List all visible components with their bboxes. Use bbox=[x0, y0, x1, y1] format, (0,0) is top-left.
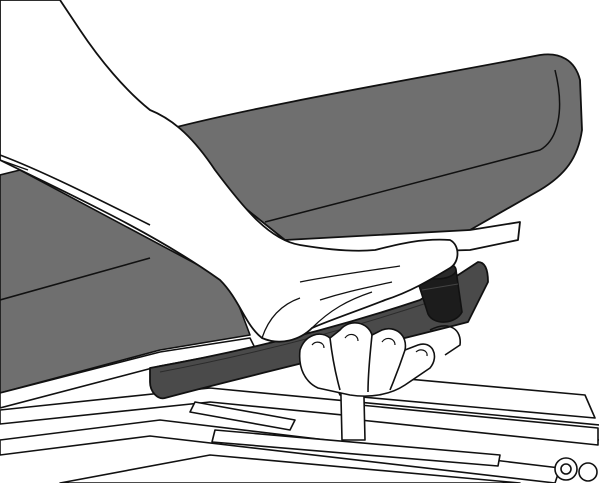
line-art-illustration bbox=[0, 0, 599, 483]
illustration-canvas bbox=[0, 0, 599, 483]
